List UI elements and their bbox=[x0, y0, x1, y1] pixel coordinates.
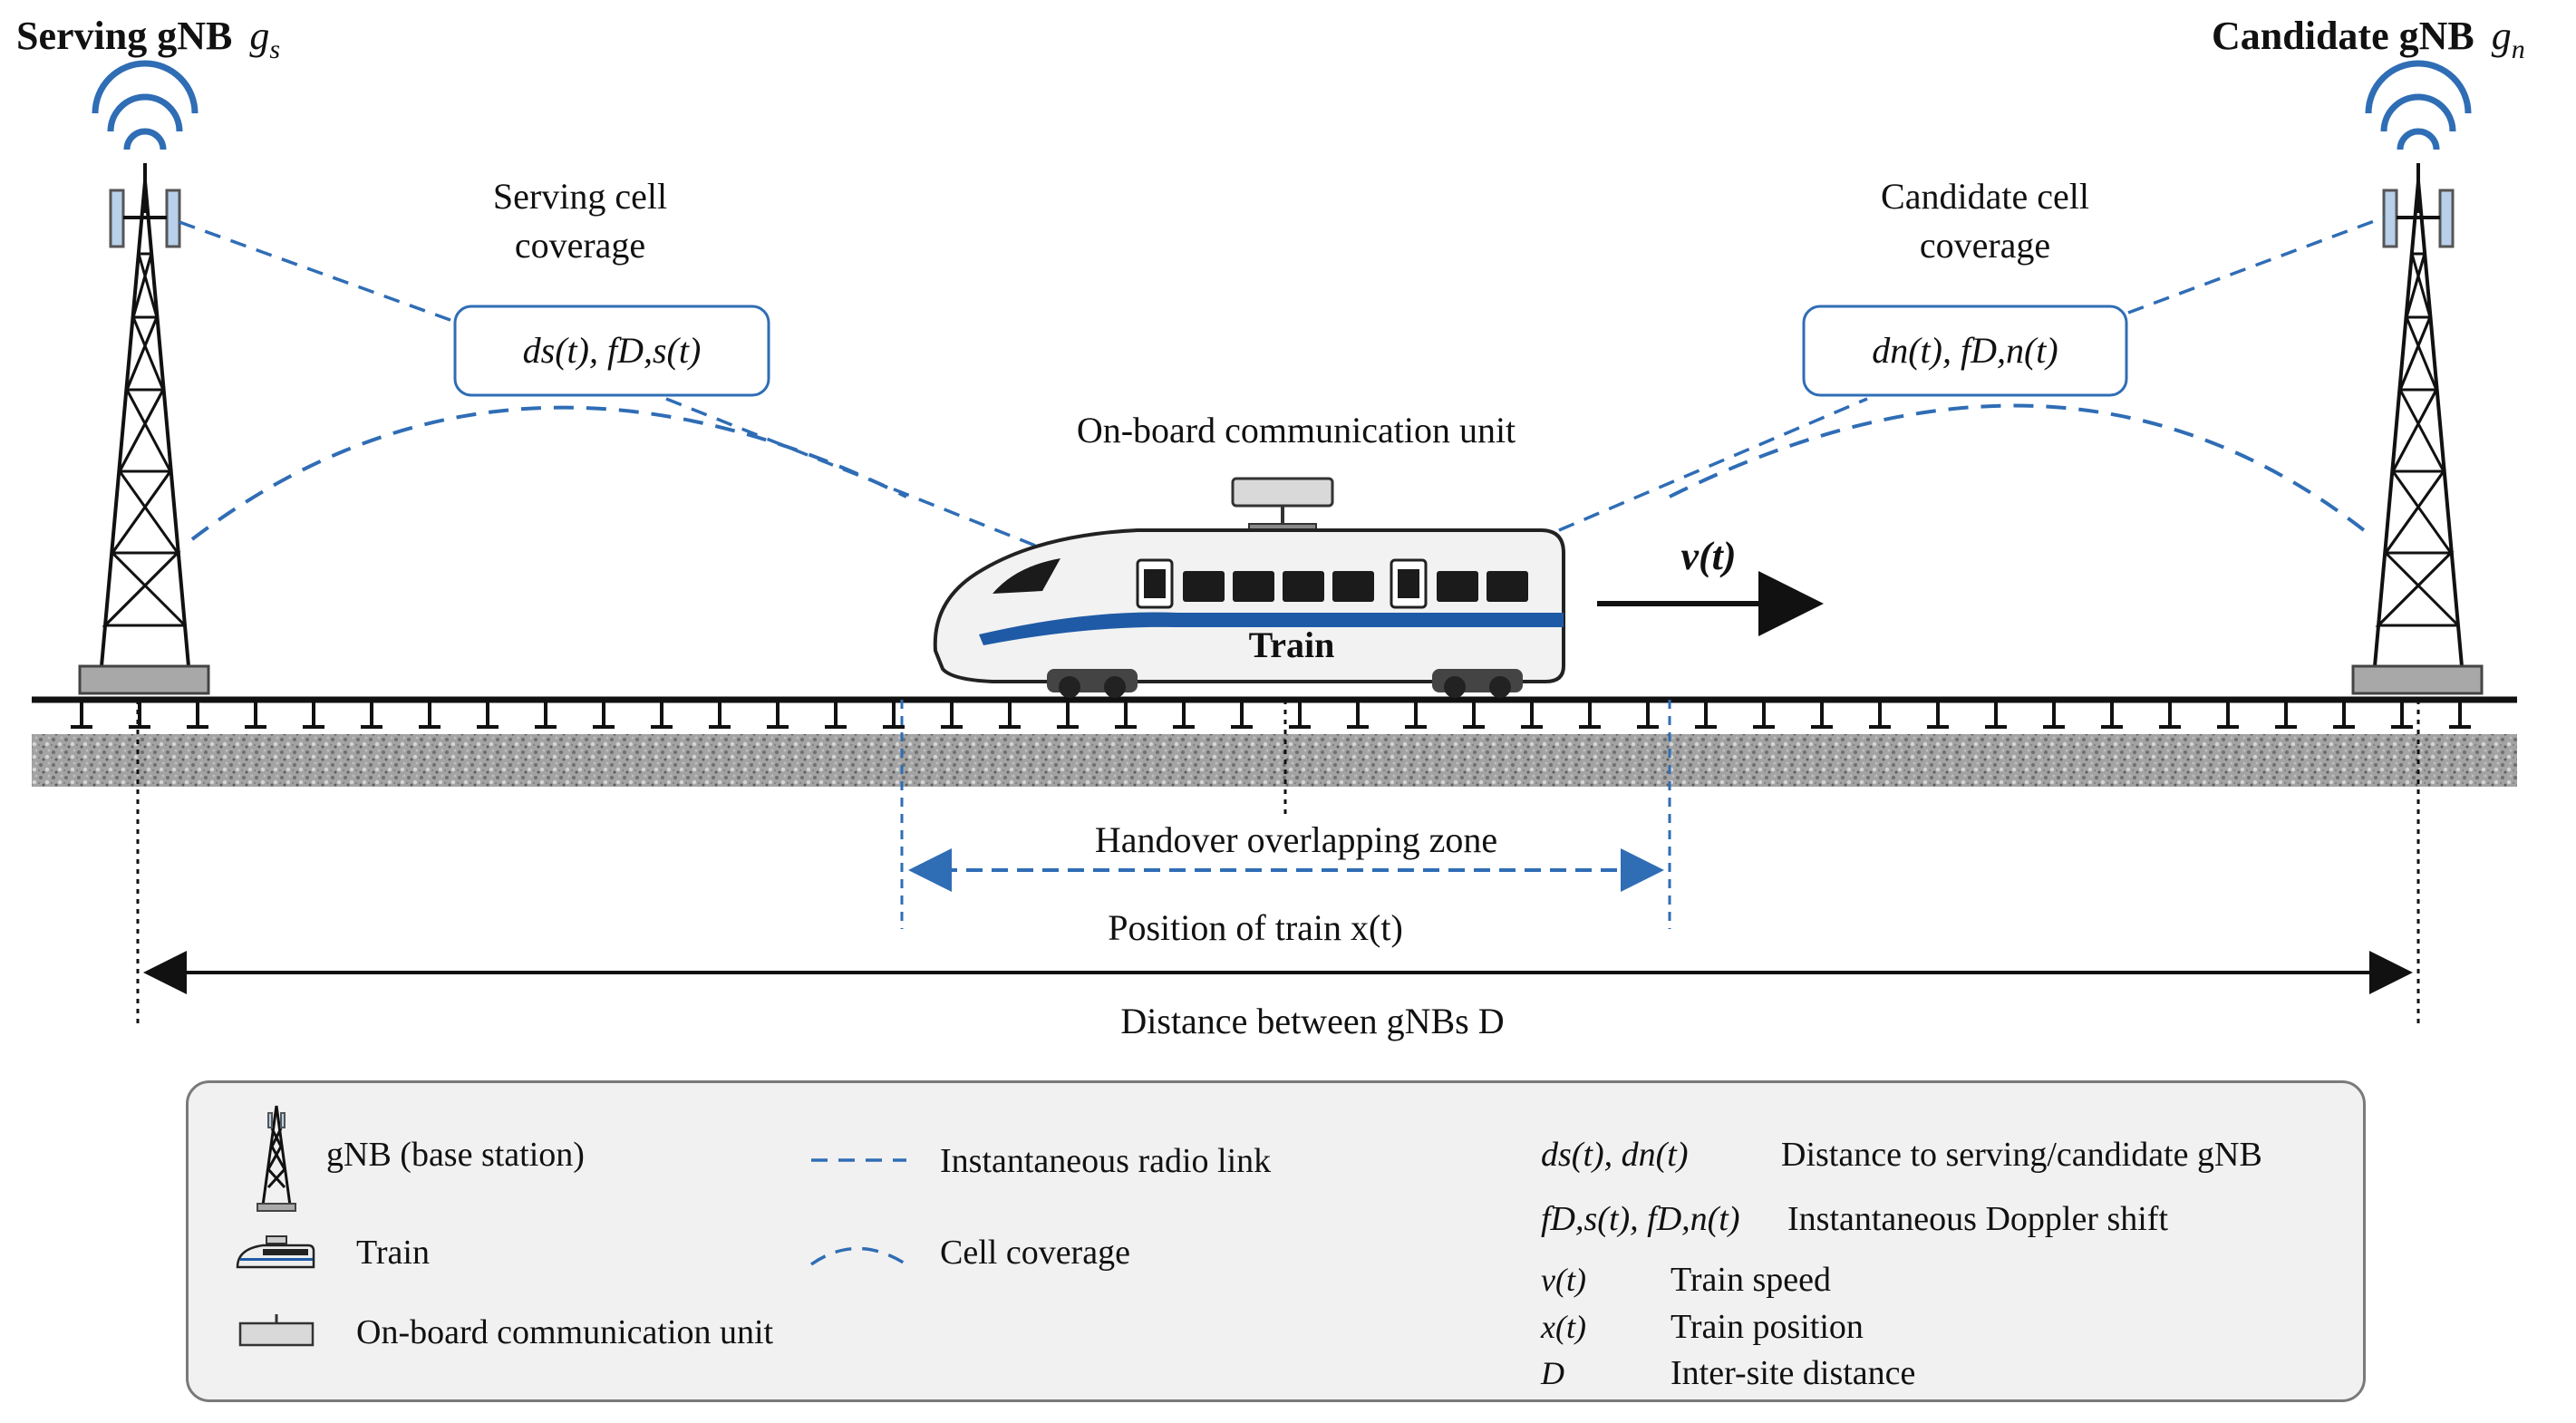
sleepers bbox=[71, 700, 2471, 729]
legend-sym-D: D bbox=[1540, 1355, 1564, 1391]
train-label: Train bbox=[1249, 624, 1335, 665]
serving-radio-link bbox=[179, 220, 459, 324]
candidate-gnb-title: Candidate gNB gn bbox=[2212, 14, 2525, 64]
candidate-parameter-text: dn(t), fD,n(t) bbox=[1872, 330, 2058, 371]
legend-coverage-label: Cell coverage bbox=[940, 1234, 1130, 1272]
legend-onboard-label: On-board communication unit bbox=[356, 1313, 774, 1351]
distance-label: Distance between gNBs D bbox=[1120, 1001, 1504, 1041]
candidate-parameter-box bbox=[1802, 305, 2128, 397]
legend-sym-position: x(t) bbox=[1540, 1309, 1586, 1345]
legend-coverage-sample bbox=[809, 1246, 907, 1266]
legend-sym-speed: v(t) bbox=[1541, 1262, 1586, 1298]
legend-sym-doppler: fD,s(t), fD,n(t) bbox=[1541, 1200, 1740, 1238]
onboard-unit-icon bbox=[1231, 477, 1334, 508]
serving-gnb-tower-icon bbox=[78, 60, 210, 695]
velocity-label: v(t) bbox=[1680, 534, 1736, 578]
candidate-cell-label-line2: coverage bbox=[1920, 225, 2050, 266]
legend-radio-link-label: Instantaneous radio link bbox=[940, 1142, 1271, 1180]
legend-desc-doppler: Instantaneous Doppler shift bbox=[1787, 1200, 2168, 1238]
candidate-gnb-tower-icon bbox=[2351, 60, 2484, 695]
candidate-radio-link-lower bbox=[1558, 397, 1868, 532]
serving-parameter-text: ds(t), fD,s(t) bbox=[523, 330, 702, 371]
serving-cell-label-line1: Serving cell bbox=[493, 176, 667, 217]
legend-gnb-label: gNB (base station) bbox=[326, 1136, 585, 1174]
legend-train-label: Train bbox=[356, 1234, 430, 1272]
legend-panel bbox=[186, 1080, 2366, 1402]
ballast bbox=[32, 734, 2517, 787]
legend-sym-distance: ds(t), dn(t) bbox=[1541, 1136, 1689, 1174]
serving-cell-coverage-arc bbox=[190, 405, 907, 541]
onboard-unit-label: On-board communication unit bbox=[1077, 410, 1516, 450]
legend-gnb-icon bbox=[257, 1105, 296, 1212]
handover-zone-label: Handover overlapping zone bbox=[1095, 819, 1497, 860]
train-icon bbox=[933, 477, 1565, 698]
legend-onboard-icon bbox=[238, 1314, 315, 1347]
train-position-label: Position of train x(t) bbox=[1108, 907, 1403, 948]
candidate-cell-label-line1: Candidate cell bbox=[1881, 176, 2089, 217]
legend-desc-speed: Train speed bbox=[1671, 1261, 1831, 1299]
serving-parameter-box bbox=[453, 305, 770, 397]
legend-desc-position: Train position bbox=[1671, 1308, 1864, 1346]
legend-desc-distance: Distance to serving/candidate gNB bbox=[1781, 1136, 2262, 1174]
legend-desc-D: Inter-site distance bbox=[1671, 1354, 1915, 1392]
candidate-radio-link bbox=[2127, 216, 2385, 315]
legend-train-icon bbox=[236, 1235, 315, 1269]
serving-gnb-title: Serving gNB gs bbox=[16, 14, 280, 64]
serving-radio-link-lower bbox=[665, 397, 1043, 550]
serving-cell-label-line2: coverage bbox=[515, 225, 645, 266]
candidate-cell-coverage-arc bbox=[1669, 403, 2366, 532]
